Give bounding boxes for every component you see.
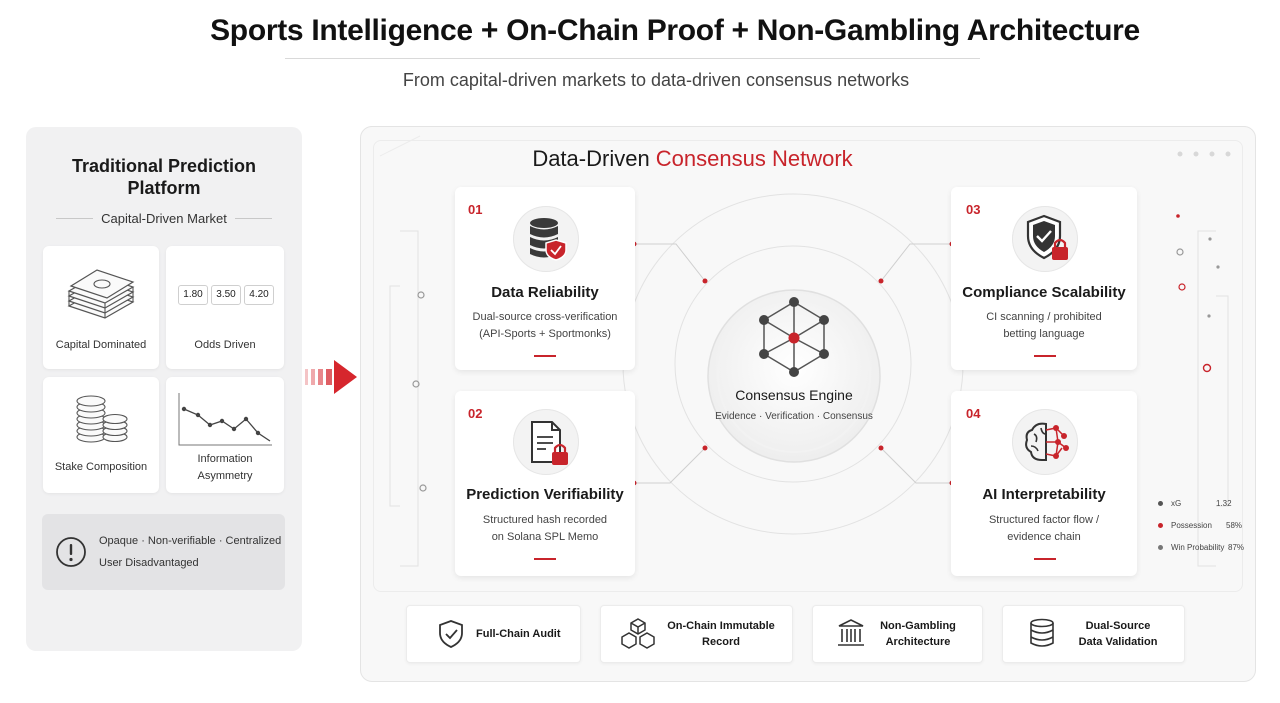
badge-full-chain-audit xyxy=(406,605,581,663)
feature-02-description: Structured hash recorded on Solana SPL M… xyxy=(455,512,635,546)
feature-03-title: Compliance Scalability xyxy=(962,284,1126,301)
badge-dual-source-data-validation xyxy=(1002,605,1185,663)
badge-non-gambling-label: Non-Gambling Architecture xyxy=(868,618,968,650)
feature-03-description: CI scanning / prohibited betting languag… xyxy=(954,309,1134,343)
information-asymmetry-line1: Information xyxy=(197,453,253,465)
database-shield-icon xyxy=(530,218,567,261)
stat-possession-value: 58% xyxy=(1226,521,1243,530)
traditional-title-line1: Traditional Prediction xyxy=(71,156,257,176)
feature-01-accent-bar xyxy=(534,355,556,357)
feature-03-desc-line1: CI scanning / prohibited xyxy=(986,311,1102,323)
badge-dual-source-label-line1: Dual-Source xyxy=(1085,620,1151,632)
badge-on-chain-label-line2: Record xyxy=(702,636,740,648)
page-title: Sports Intelligence + On-Chain Proof + N… xyxy=(210,14,1140,47)
cubes-chain-icon xyxy=(621,618,655,649)
feature-04-title: AI Interpretability xyxy=(982,486,1106,503)
odds-driven-card: Odds Driven xyxy=(166,246,284,369)
traditional-platform-subtitle-wrap: Capital-Driven Market xyxy=(56,209,273,227)
traditional-platform-title: Traditional Prediction Platform xyxy=(26,155,302,199)
consensus-network-title: Data-Driven Consensus Network xyxy=(360,146,1025,172)
badge-non-gambling-label-line1: Non-Gambling xyxy=(880,620,956,632)
feature-03-accent-bar xyxy=(1034,355,1056,357)
stake-composition-card: Stake Composition xyxy=(43,377,159,493)
feature-01-description: Dual-source cross-verification (API-Spor… xyxy=(455,309,635,343)
odds-value-1: 1.80 xyxy=(178,285,208,305)
network-hexagon-icon xyxy=(759,297,829,377)
coin-stack-icon xyxy=(76,395,128,443)
stat-xg-label: xG xyxy=(1171,499,1182,508)
information-asymmetry-line2: Asymmetry xyxy=(197,470,253,482)
warning-line2: User Disadvantaged xyxy=(99,557,199,569)
odds-value-2: 3.50 xyxy=(211,285,241,305)
information-asymmetry-label: Information Asymmetry xyxy=(166,451,284,485)
consensus-network-frame xyxy=(373,140,1243,592)
feature-04-desc-line2: evidence chain xyxy=(1007,531,1081,543)
badge-non-gambling-label-line2: Architecture xyxy=(885,636,951,648)
feature-02-accent-bar xyxy=(534,558,556,560)
document-lock-icon xyxy=(531,421,568,465)
page-subtitle: From capital-driven markets to data-driv… xyxy=(402,70,910,90)
feature-02-title: Prediction Verifiability xyxy=(466,486,624,503)
feature-01-number: 01 xyxy=(468,202,483,217)
title-divider xyxy=(285,58,980,59)
exclamation-circle-icon xyxy=(56,537,86,567)
shield-lock-icon xyxy=(1026,214,1068,260)
subtitle-rule-right xyxy=(234,217,273,219)
consensus-title-part1: Data-Driven xyxy=(532,146,656,171)
declining-line-icon xyxy=(178,393,272,446)
feature-01-desc-line1: Dual-source cross-verification xyxy=(472,311,618,323)
stat-xg-dot xyxy=(1158,501,1163,506)
brain-network-icon xyxy=(1025,422,1069,461)
odds-value-3: 4.20 xyxy=(244,285,274,305)
feature-03-number: 03 xyxy=(966,202,981,217)
stat-possession-label: Possession xyxy=(1171,521,1212,530)
badge-on-chain-label: On-Chain Immutable Record xyxy=(656,618,786,650)
feature-02-desc-line1: Structured hash recorded xyxy=(482,514,608,526)
badge-dual-source-label-line2: Data Validation xyxy=(1078,636,1158,648)
badge-non-gambling-architecture xyxy=(812,605,983,663)
consensus-engine-subtitle: Evidence · Verification · Consensus xyxy=(715,411,873,422)
feature-04-desc-line1: Structured factor flow / xyxy=(988,514,1100,526)
feature-04-accent-bar xyxy=(1034,558,1056,560)
badge-full-chain-audit-label: Full-Chain Audit xyxy=(476,628,561,640)
money-stack-icon xyxy=(67,269,135,319)
feature-04-description: Structured factor flow / evidence chain xyxy=(954,512,1134,546)
warning-line1: Opaque · Non-verifiable · Centralized xyxy=(99,535,282,547)
stat-win-probability-dot xyxy=(1158,545,1163,550)
feature-02-number: 02 xyxy=(468,406,483,421)
odds-driven-label: Odds Driven xyxy=(194,339,256,351)
stake-composition-label: Stake Composition xyxy=(54,461,148,473)
feature-03-desc-line2: betting language xyxy=(1003,328,1085,340)
feature-01-title: Data Reliability xyxy=(491,284,599,301)
consensus-title-part2: Consensus Network xyxy=(655,146,853,171)
traditional-warning-box xyxy=(42,514,285,590)
traditional-platform-subtitle: Capital-Driven Market xyxy=(101,210,227,226)
information-asymmetry-card: Information Asymmetry xyxy=(166,377,284,493)
database-icon xyxy=(1030,618,1054,647)
stat-win-probability-label: Win Probability xyxy=(1171,543,1225,552)
feature-01-icon-bg xyxy=(513,206,579,272)
capital-dominated-label: Capital Dominated xyxy=(55,339,147,351)
stat-possession-dot xyxy=(1158,523,1163,528)
capital-dominated-card: Capital Dominated xyxy=(43,246,159,369)
transition-arrow-icon xyxy=(305,360,357,394)
institution-columns-icon xyxy=(838,619,864,646)
stat-win-probability-value: 87% xyxy=(1228,543,1245,552)
stat-xg-value: 1.32 xyxy=(1216,499,1232,508)
shield-check-icon xyxy=(439,620,463,648)
feature-04-number: 04 xyxy=(966,406,981,421)
subtitle-rule-left xyxy=(56,217,94,219)
feature-02-desc-line2: on Solana SPL Memo xyxy=(491,531,599,543)
badge-on-chain-label-line1: On-Chain Immutable xyxy=(667,620,775,632)
consensus-engine-title: Consensus Engine xyxy=(735,387,853,403)
badge-dual-source-label: Dual-Source Data Validation xyxy=(1068,618,1168,650)
feature-01-desc-line2: (API-Sports + Sportmonks) xyxy=(479,328,611,340)
traditional-title-line2: Platform xyxy=(127,178,201,198)
